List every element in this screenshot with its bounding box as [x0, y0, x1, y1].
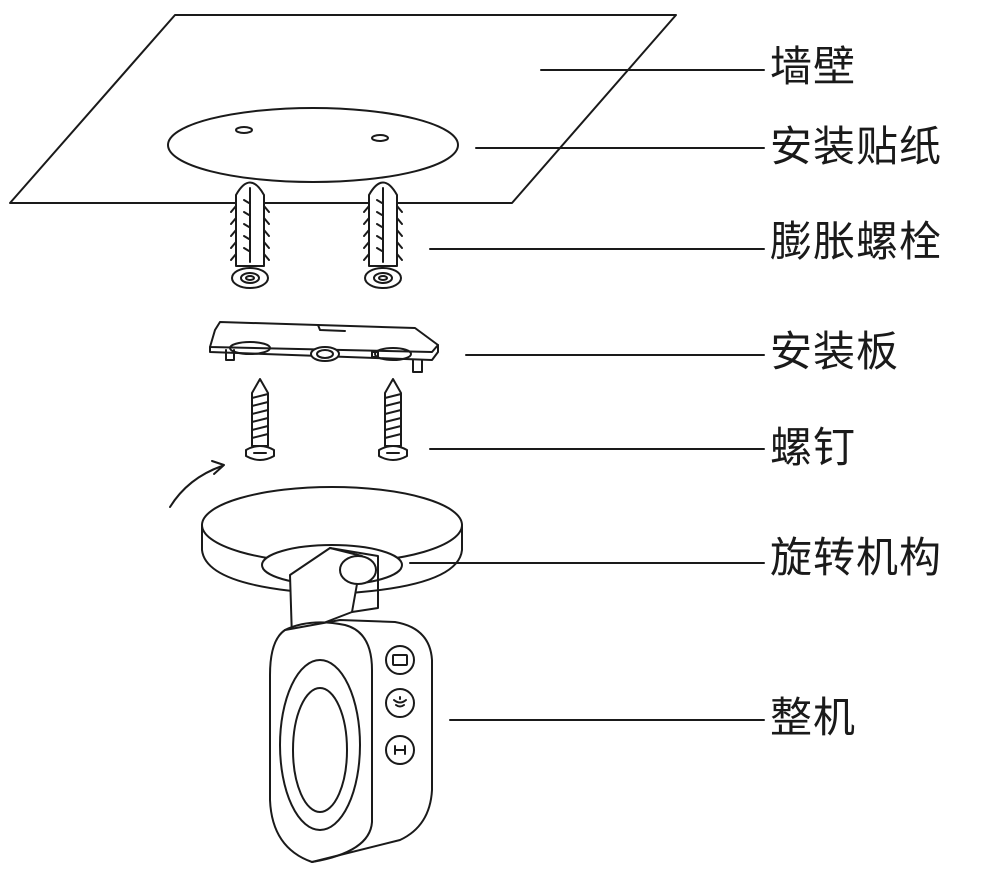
label-plate: 安装板	[770, 327, 900, 376]
screw-left	[245, 378, 275, 461]
expansion-anchor-right	[363, 181, 403, 289]
label-anchor: 膨胀螺栓	[770, 217, 943, 266]
label-sticker: 安装贴纸	[770, 122, 943, 171]
expansion-anchor-left	[230, 181, 270, 289]
wall-plane	[9, 14, 677, 204]
mounting-plate	[209, 321, 439, 373]
mounting-sticker	[167, 107, 459, 183]
camera-unit	[269, 619, 433, 863]
label-rotation: 旋转机构	[770, 533, 943, 582]
screw-right	[378, 378, 408, 461]
leader-lines	[409, 69, 765, 721]
label-wall: 墙壁	[770, 42, 857, 91]
label-unit: 整机	[770, 693, 857, 742]
label-screw: 螺钉	[770, 423, 857, 472]
rotation-arrow-icon	[169, 460, 225, 508]
